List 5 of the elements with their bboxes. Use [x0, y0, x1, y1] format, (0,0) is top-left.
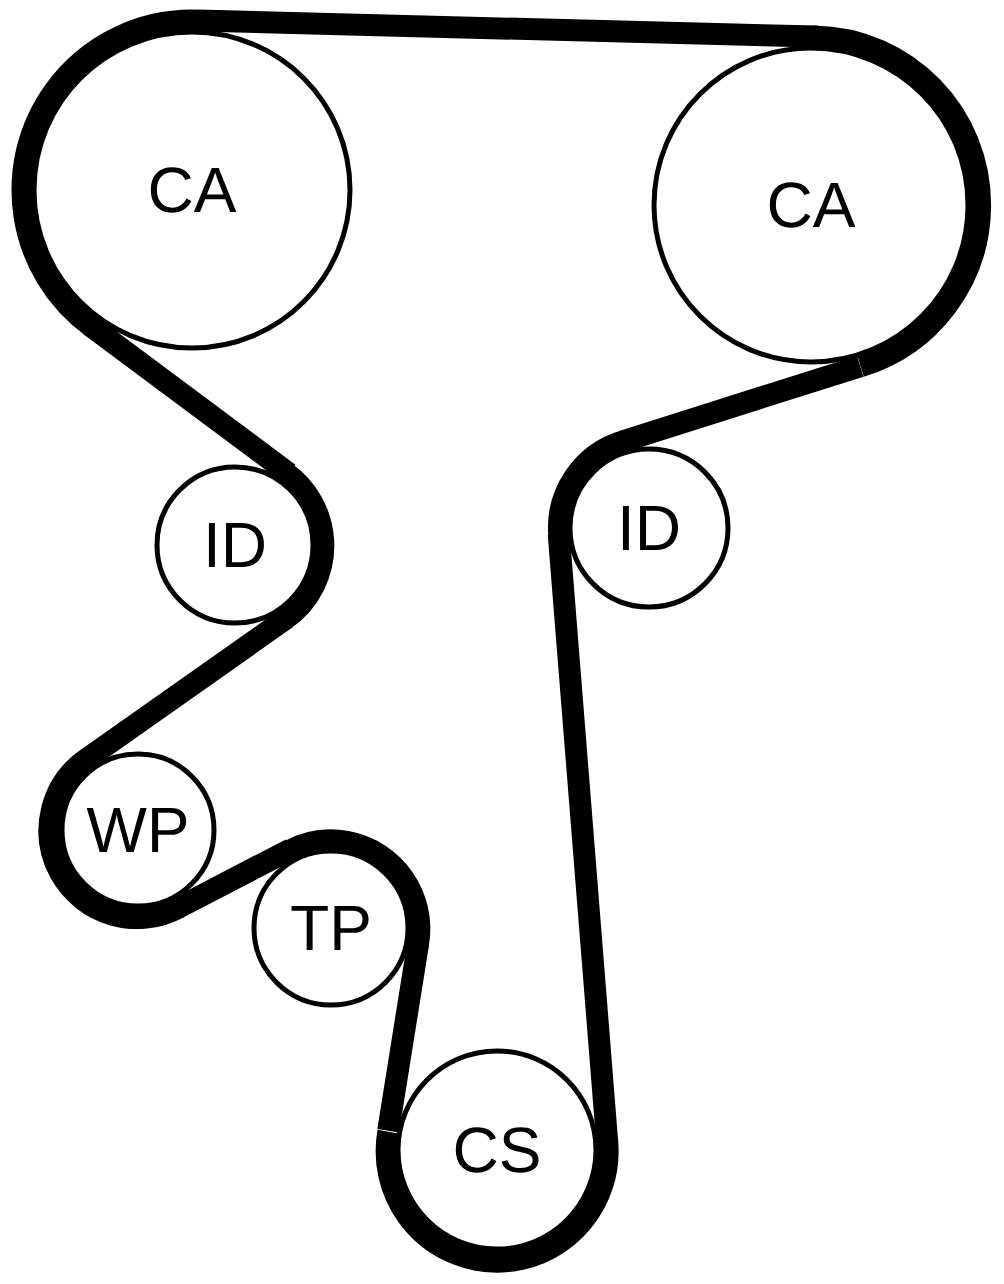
- belt: [377, 941, 430, 1133]
- belt: [547, 533, 619, 1144]
- belt: [619, 355, 864, 452]
- belt: [81, 609, 293, 768]
- belt: [172, 839, 296, 918]
